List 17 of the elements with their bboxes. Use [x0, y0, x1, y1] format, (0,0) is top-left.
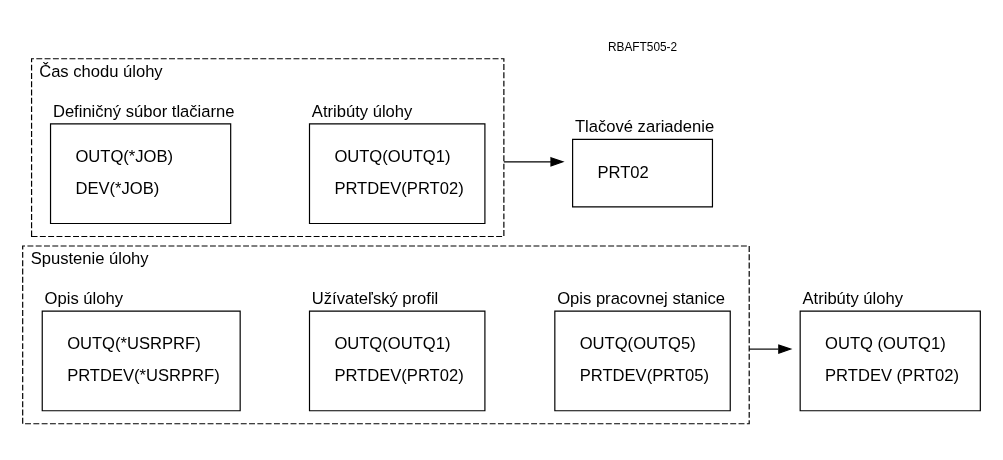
node-box: OUTQ(OUTQ1) PRTDEV(PRT02)	[308, 123, 486, 225]
arrow	[503, 156, 565, 167]
node-label: Opis pracovnej stanice	[557, 289, 725, 309]
node-box: OUTQ(*JOB) DEV(*JOB)	[49, 123, 232, 225]
arrow	[748, 344, 793, 355]
node-box: OUTQ(OUTQ5) PRTDEV(PRT05)	[554, 310, 731, 412]
node-label: Atribúty úlohy	[802, 289, 903, 309]
label: RBAFT505-2	[607, 40, 678, 55]
node-label: Užívateľský profil	[311, 289, 439, 309]
node-label: Tlačové zariadenie	[574, 117, 715, 137]
node-box: OUTQ (OUTQ1) PRTDEV (PRT02)	[799, 310, 981, 412]
node-label: Atribúty úlohy	[311, 102, 413, 122]
node-box: OUTQ(*USRPRF) PRTDEV(*USRPRF)	[41, 310, 241, 412]
node-box: PRT02	[572, 138, 714, 208]
node-box: OUTQ(OUTQ1) PRTDEV(PRT02)	[308, 310, 486, 412]
node-label: Opis úlohy	[44, 289, 123, 309]
node-label: Definičný súbor tlačiarne	[52, 102, 235, 122]
